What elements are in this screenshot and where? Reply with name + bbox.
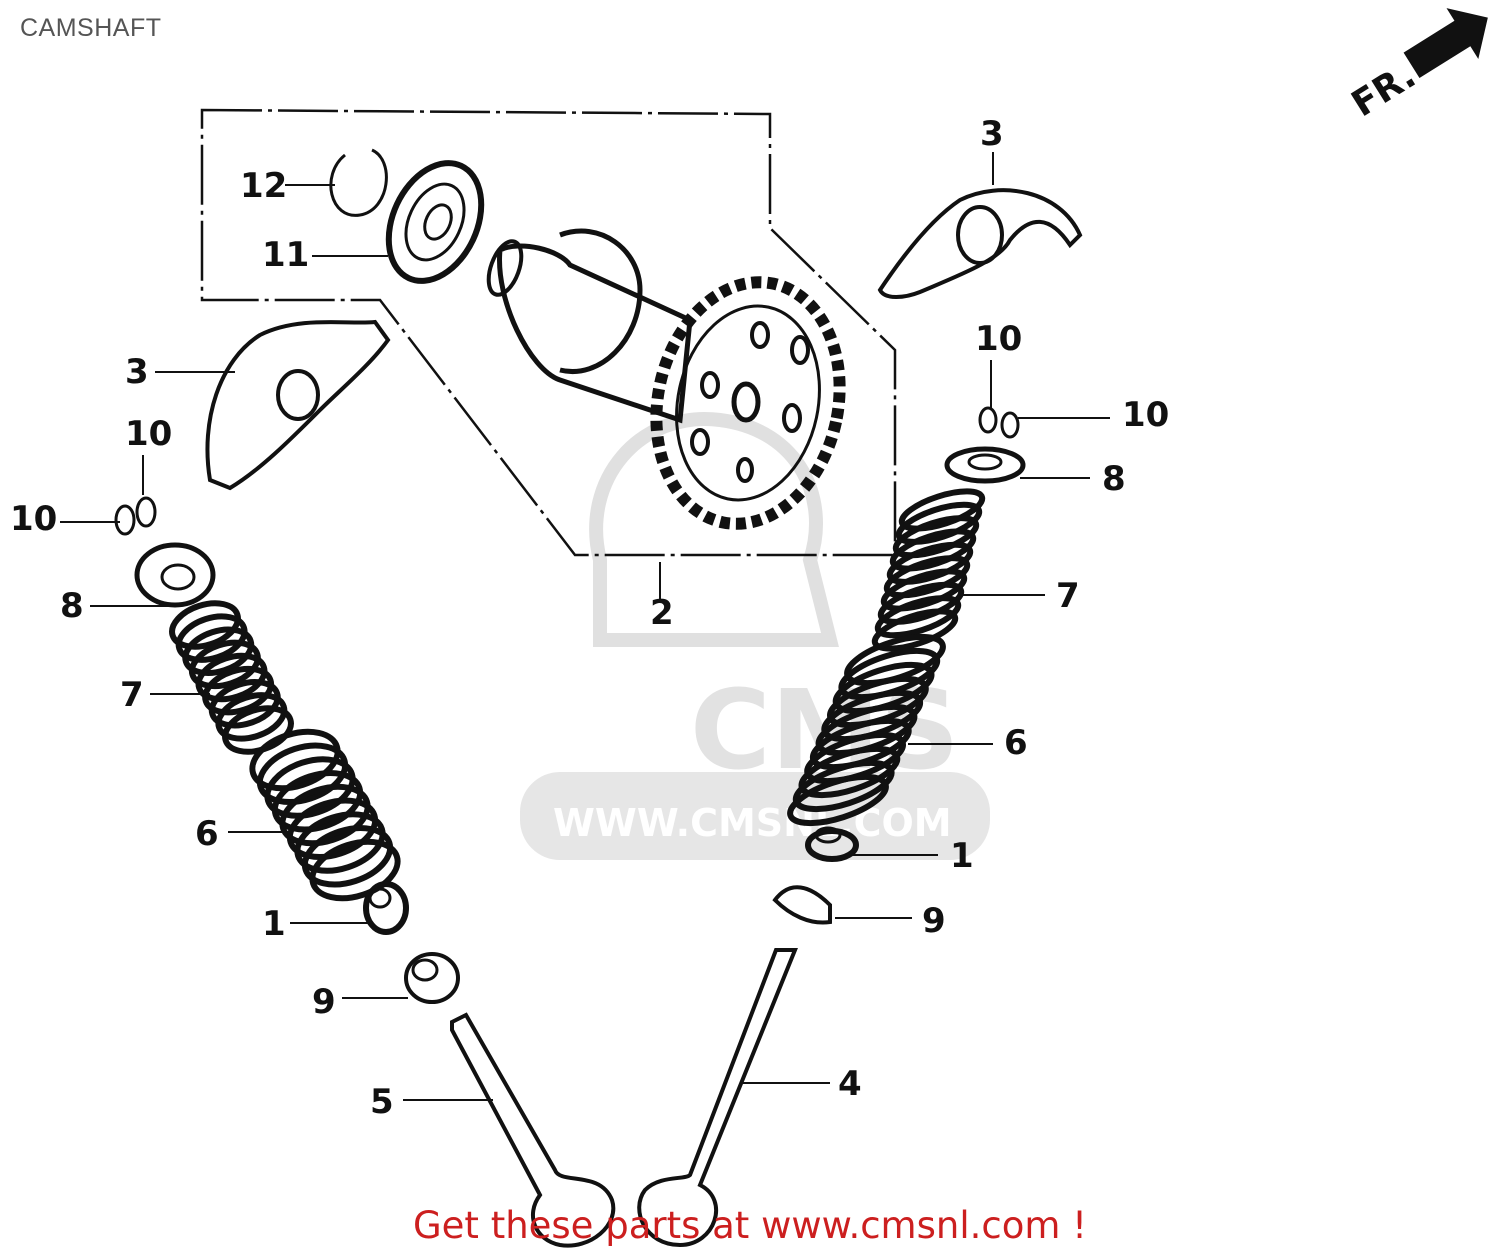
- spring-seat-left-icon: [404, 952, 460, 1004]
- camshaft-group-outline: [200, 108, 897, 557]
- rocker-arm-right-icon: [877, 188, 1083, 299]
- camshaft-icon: [486, 228, 693, 424]
- spring-coil: [264, 756, 356, 819]
- callout-label-3: 3: [980, 114, 1004, 154]
- callout-label-11: 11: [262, 235, 309, 275]
- spring-coil: [249, 728, 341, 792]
- callout-label-9: 9: [922, 901, 946, 941]
- inner-spring-right-icon: [787, 633, 946, 827]
- spring-coil: [892, 515, 980, 559]
- spring-coil: [895, 501, 983, 545]
- parts-link[interactable]: Get these parts at www.cmsnl.com !: [412, 1204, 1087, 1247]
- spring-coil: [294, 811, 386, 874]
- callout-label-4: 4: [838, 1064, 862, 1104]
- callout-label-3: 3: [125, 352, 149, 392]
- callout-label-7: 7: [120, 675, 144, 715]
- retainer-left-icon: [134, 542, 216, 608]
- spring-coil: [188, 639, 261, 690]
- callout-label-7: 7: [1056, 576, 1080, 616]
- callout-label-6: 6: [195, 814, 219, 854]
- callout-label-6: 6: [1004, 723, 1028, 763]
- spring-seat-right-icon: [772, 885, 832, 925]
- rocker-arm-left-pivot: [276, 369, 320, 421]
- inner-spring-left-icon: [249, 728, 401, 902]
- outer-spring-left-icon: [169, 600, 294, 755]
- callout-label-10: 10: [1122, 395, 1169, 435]
- callout-label-10: 10: [975, 319, 1022, 359]
- callout-label-12: 12: [240, 166, 287, 206]
- spring-coil: [215, 692, 288, 742]
- spring-coil: [309, 838, 401, 902]
- page-title: CAMSHAFT: [20, 14, 162, 42]
- spring-coil: [271, 770, 364, 833]
- cotter-left-icon: [114, 496, 157, 536]
- circlip-icon: [329, 148, 388, 217]
- spring-coil: [874, 595, 962, 639]
- callout-label-10: 10: [125, 414, 172, 454]
- intake-valve-icon: [637, 948, 798, 1248]
- spring-coil: [877, 581, 965, 625]
- front-label: FR.: [1345, 55, 1423, 125]
- outer-spring-right-icon: [871, 488, 986, 652]
- spring-coil: [889, 528, 977, 572]
- rocker-arm-right-pivot: [956, 205, 1004, 265]
- stem-seal-right-icon: [805, 826, 859, 862]
- bearing-icon: [385, 160, 485, 284]
- callout-label-1: 1: [950, 836, 974, 876]
- cotter-right-icon: [978, 406, 1020, 439]
- callout-label-10: 10: [10, 499, 57, 539]
- spring-coil: [787, 773, 889, 827]
- rocker-arm-left-icon: [205, 319, 391, 491]
- callout-label-8: 8: [60, 586, 84, 626]
- callout-label-1: 1: [262, 904, 286, 944]
- retainer-right-icon: [944, 446, 1026, 484]
- spring-coil: [169, 600, 241, 650]
- callout-label-5: 5: [370, 1082, 394, 1122]
- spring-coil: [256, 742, 349, 805]
- spring-coil: [871, 608, 959, 652]
- spring-coil: [182, 626, 255, 676]
- front-direction-icon: FR.: [1345, 8, 1488, 125]
- spring-coil: [208, 679, 281, 729]
- callout-label-2: 2: [650, 593, 674, 633]
- spring-coil: [202, 665, 275, 716]
- watermark-mascot-icon: [589, 412, 839, 647]
- exhaust-valve-icon: [450, 1012, 616, 1248]
- callout-label-9: 9: [312, 982, 336, 1022]
- spring-coil: [898, 488, 986, 532]
- spring-coil: [175, 613, 248, 663]
- spring-coil: [880, 568, 968, 612]
- callout-label-8: 8: [1102, 459, 1126, 499]
- spring-coil: [279, 783, 371, 847]
- spring-coil: [883, 555, 971, 599]
- spring-coil: [301, 825, 394, 888]
- watermark-url: WWW.CMSNL.COM: [553, 801, 952, 845]
- spring-coil: [286, 797, 379, 860]
- spring-coil: [195, 652, 268, 703]
- stem-seal-left-icon: [363, 881, 409, 935]
- cam-sprocket-icon: [650, 276, 846, 530]
- spring-coil: [886, 541, 974, 585]
